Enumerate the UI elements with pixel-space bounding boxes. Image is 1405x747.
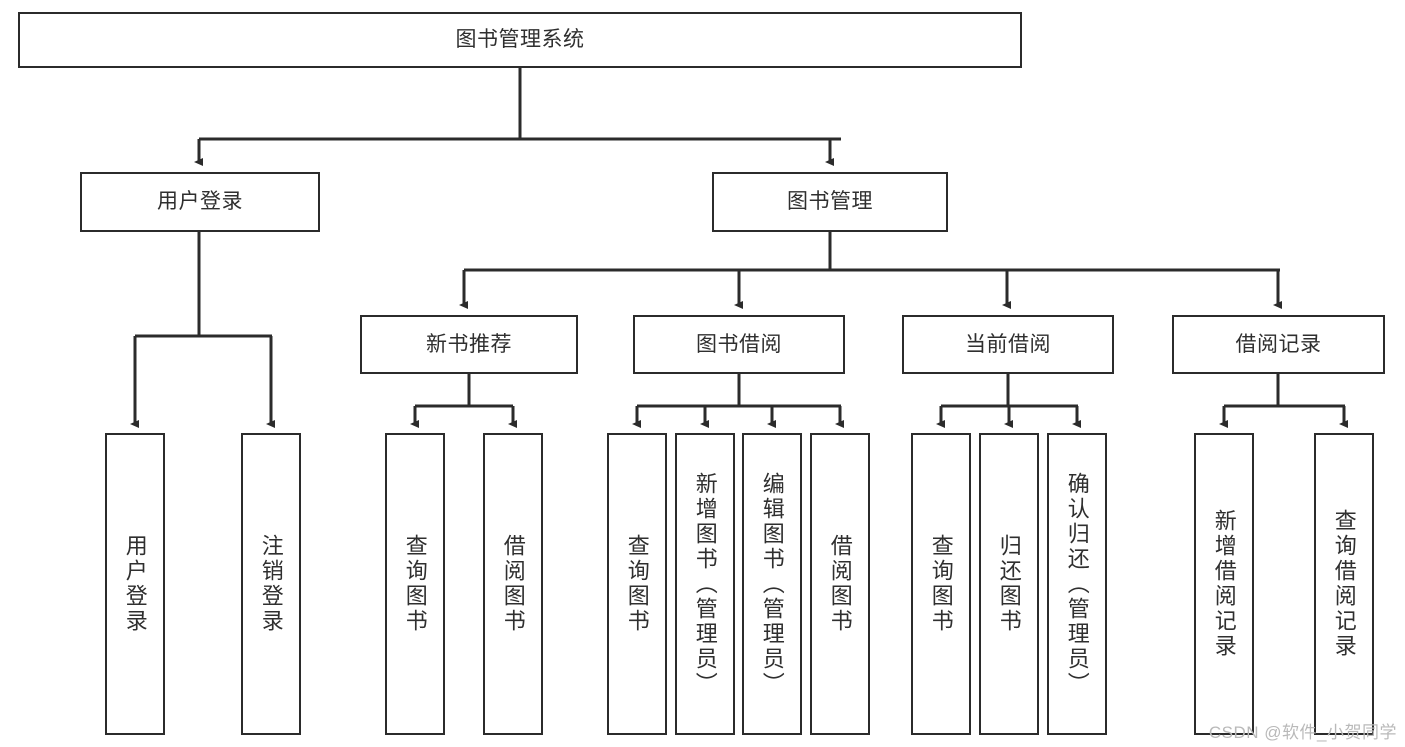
node-label: 图书借阅 [696,332,782,356]
node-label: 确认归还（管理员） [1064,471,1090,697]
leaf-record-query-record[interactable]: 查询借阅记录 [1314,433,1374,735]
leaf-current-query-book[interactable]: 查询图书 [911,433,971,735]
node-label: 注销登录 [258,534,284,634]
leaf-record-add-record[interactable]: 新增借阅记录 [1194,433,1254,735]
node-label: 新增借阅记录 [1211,509,1237,659]
node-label: 编辑图书（管理员） [759,471,785,697]
leaf-user-login-logout[interactable]: 注销登录 [241,433,301,735]
node-label: 新增图书（管理员） [692,471,718,697]
node-label: 用户登录 [157,190,243,214]
node-book-management[interactable]: 图书管理 [712,172,948,232]
node-label: 借阅记录 [1235,332,1322,356]
leaf-borrow-add-book-admin[interactable]: 新增图书（管理员） [675,433,735,735]
node-label: 查询图书 [402,534,428,634]
node-label: 归还图书 [996,534,1022,634]
leaf-recommend-query-book[interactable]: 查询图书 [385,433,445,735]
leaf-recommend-borrow-book[interactable]: 借阅图书 [483,433,543,735]
node-label: 图书管理 [787,190,873,214]
node-label: 借阅图书 [500,534,526,634]
node-user-login[interactable]: 用户登录 [80,172,320,232]
node-new-book-recommend[interactable]: 新书推荐 [360,315,578,374]
node-label: 图书管理系统 [455,28,585,52]
node-label: 借阅图书 [827,534,853,634]
leaf-borrow-query-book[interactable]: 查询图书 [607,433,667,735]
leaf-user-login-login[interactable]: 用户登录 [105,433,165,735]
node-book-borrow[interactable]: 图书借阅 [633,315,845,374]
node-label: 当前借阅 [965,332,1051,356]
node-current-borrow[interactable]: 当前借阅 [902,315,1114,374]
watermark-text: CSDN @软件_小贺同学 [1208,723,1397,742]
node-label: 查询图书 [624,534,650,634]
node-label: 新书推荐 [426,332,512,356]
node-root-system[interactable]: 图书管理系统 [18,12,1022,68]
leaf-borrow-borrow-book[interactable]: 借阅图书 [810,433,870,735]
leaf-current-confirm-return-admin[interactable]: 确认归还（管理员） [1047,433,1107,735]
node-borrow-record[interactable]: 借阅记录 [1172,315,1385,374]
leaf-borrow-edit-book-admin[interactable]: 编辑图书（管理员） [742,433,802,735]
node-label: 查询借阅记录 [1331,509,1357,659]
node-label: 查询图书 [928,534,954,634]
leaf-current-return-book[interactable]: 归还图书 [979,433,1039,735]
node-label: 用户登录 [122,534,148,634]
